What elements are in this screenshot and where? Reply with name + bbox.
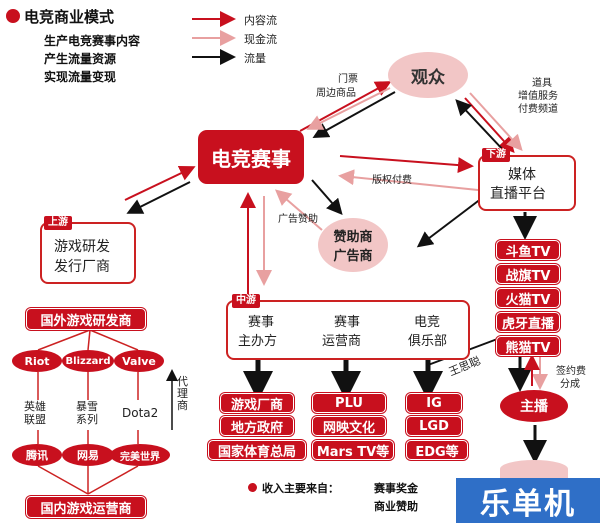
tickets-label: 门票 [338, 74, 358, 85]
organizer-item: 地方政府 [220, 416, 294, 436]
company-perfect-world: 完美世界 [110, 444, 170, 466]
platform-item: 火猫TV [496, 288, 560, 308]
legend-line-3: 实现流量变现 [44, 70, 117, 84]
foreign-developers-title: 国外游戏研发商 [26, 308, 146, 330]
sponsor-label-1: 赞助商 [333, 230, 373, 245]
midstream-tag: 中游 [232, 294, 260, 308]
company-netease: 网易 [62, 444, 114, 466]
legend-title: 电竞商业模式 [24, 8, 115, 26]
signing-fee-label-1: 签约费 [556, 366, 586, 377]
club-label-2: 俱乐部 [408, 334, 448, 349]
audience-label: 观众 [411, 67, 445, 88]
company-tencent: 腾讯 [12, 444, 62, 466]
game-developer-node [40, 222, 136, 284]
legend-content-flow-label: 内容流 [244, 14, 277, 27]
company-blizzard-label: Blizzard [65, 355, 111, 367]
income-line-2: 商业赞助 [374, 500, 418, 513]
platform-item: 熊猫TV [496, 336, 560, 356]
streamer-node-partial [500, 460, 568, 478]
organizer-label-2: 主办方 [238, 334, 278, 349]
legend-cash-flow-label: 现金流 [244, 33, 277, 46]
operator-item: PLU [312, 393, 386, 413]
company-netease-label: 网易 [77, 449, 99, 462]
sponsor-label-2: 广告商 [333, 249, 373, 264]
company-riot: Riot [12, 350, 62, 372]
midstream-node [226, 300, 470, 360]
agent-label-text: 代理商 [177, 375, 188, 412]
income-label: 收入主要来自： [262, 482, 339, 495]
club-label-1: 电竞 [414, 315, 441, 330]
sponsor-node: 赞助商 广告商 [318, 218, 388, 272]
signing-fee-label-2: 分成 [560, 379, 580, 390]
audience-node: 观众 [388, 52, 468, 98]
esports-event-node: 电竞赛事 [198, 130, 304, 184]
organizer-item: 游戏厂商 [220, 393, 294, 413]
media-label-1: 媒体 [508, 167, 536, 183]
organizer-label-1: 赛事 [248, 315, 275, 330]
company-perfect-world-label: 完美世界 [120, 451, 160, 463]
company-riot-label: Riot [24, 354, 50, 368]
downstream-tag: 下游 [482, 148, 510, 162]
media-label-2: 直播平台 [490, 186, 546, 202]
organizer-item: 国家体育总局 [208, 440, 306, 460]
club-item: EDG等 [406, 440, 468, 460]
esports-event-label: 电竞赛事 [211, 146, 291, 171]
props-label-2: 增值服务 [518, 91, 558, 102]
operator-label-1: 赛事 [334, 315, 361, 330]
income-bullet [248, 483, 257, 492]
game-developer-label-1: 游戏研发 [54, 239, 110, 255]
merch-label: 周边商品 [316, 88, 356, 99]
props-label-3: 付费频道 [518, 104, 558, 115]
domestic-operators-title: 国内游戏运营商 [26, 496, 146, 518]
legend-line-2: 产生流量资源 [44, 52, 117, 66]
game-lol: 英雄联盟 [24, 400, 46, 426]
platform-item: 斗鱼TV [496, 240, 560, 260]
game-dota2: Dota2 [122, 406, 159, 420]
income-line-1: 赛事奖金 [374, 482, 418, 495]
props-label-1: 道具 [532, 78, 552, 89]
game-blizzard-series: 暴雪系列 [76, 400, 98, 426]
streamer-label: 主播 [520, 399, 548, 415]
operator-item: Mars TV等 [312, 440, 394, 460]
legend-traffic-label: 流量 [244, 52, 266, 65]
club-item: LGD [406, 416, 462, 436]
upstream-tag: 上游 [44, 216, 72, 230]
game-developer-label-2: 发行厂商 [54, 259, 110, 275]
operator-label-2: 运营商 [322, 334, 362, 349]
broadcast-fee-label: 版权付费 [372, 175, 412, 186]
company-tencent-label: 腾讯 [26, 449, 48, 462]
platform-item: 战旗TV [496, 264, 560, 284]
company-valve: Valve [114, 350, 164, 372]
legend-bullet [6, 9, 20, 23]
brand-watermark: 乐单机 [456, 478, 600, 523]
company-valve-label: Valve [122, 354, 156, 368]
media-node [478, 155, 576, 211]
company-blizzard: Blizzard [62, 350, 114, 372]
club-item: IG [406, 393, 462, 413]
legend-line-1: 生产电竞赛事内容 [44, 34, 141, 48]
operator-item: 网映文化 [312, 416, 386, 436]
streamer-node: 主播 [500, 390, 568, 422]
agent-label: 代理商 [177, 376, 188, 412]
platform-item: 虎牙直播 [496, 312, 560, 332]
ad-sponsor-label: 广告赞助 [278, 214, 318, 225]
